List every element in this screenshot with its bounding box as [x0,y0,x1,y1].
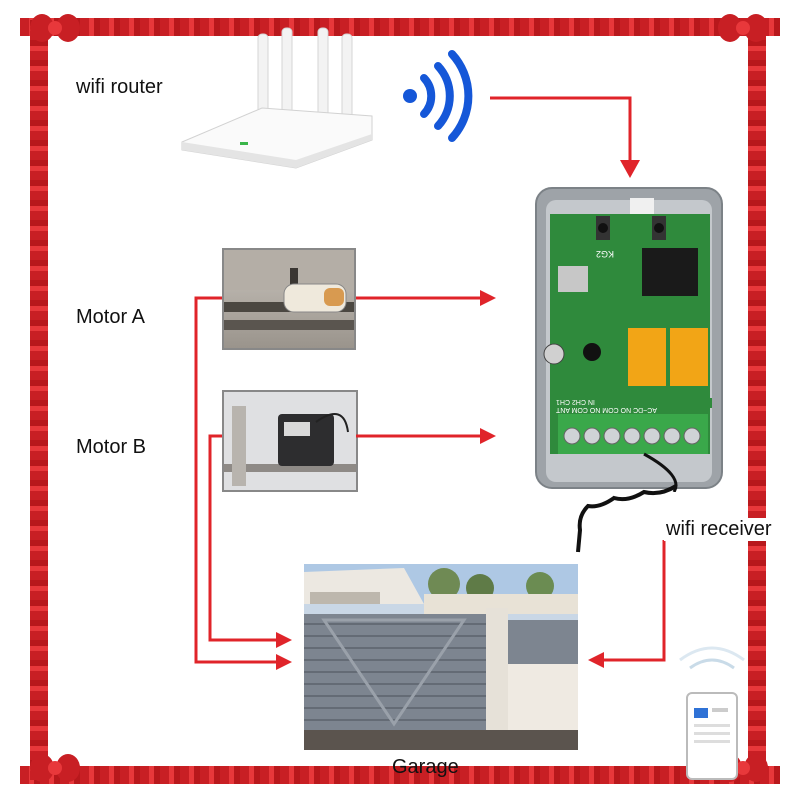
arrow-router-to-receiver [490,96,632,160]
garage-gate-photo [304,564,578,750]
frame-left-border [30,20,48,780]
motor-b-label: Motor B [76,436,147,458]
motor-b-photo [222,390,358,492]
frame-top-border [20,18,780,36]
frame-right-border [748,20,766,780]
motor-a-photo [222,248,356,350]
corner-knot-top-right [718,14,768,42]
receiver-device [534,186,724,492]
arrow-receiver-to-garage [604,540,666,662]
corner-knot-bottom-left [30,754,80,782]
smartphone-icon [686,692,738,780]
board-model-text: KG2 [596,249,615,259]
terminal-header-text: IN CH2 CH1 [556,398,595,405]
receiver-label: wifi receiver [664,518,774,541]
router-label: wifi router [76,76,163,98]
corner-knot-top-left [30,14,80,42]
motor-a-label: Motor A [76,306,145,328]
frame-bottom-border [20,766,780,784]
garage-label: Garage [392,756,459,778]
terminal-labels-text: AC~DC NO COM NO COM ANT [556,406,657,413]
